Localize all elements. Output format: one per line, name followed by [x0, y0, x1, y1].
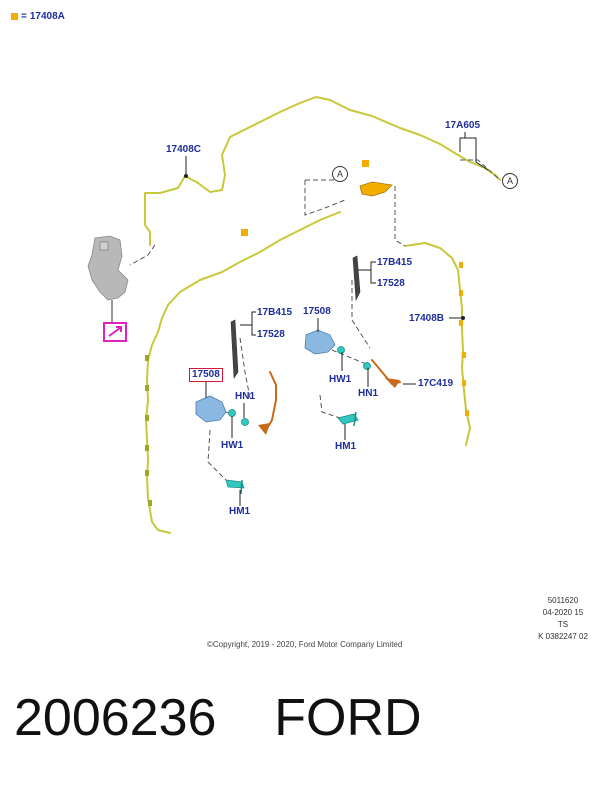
meta-line-1: 5011620 [547, 596, 579, 605]
marker-left [241, 229, 248, 236]
label-17508-left: 17508 [189, 368, 223, 382]
hose-upper [144, 96, 501, 246]
magenta-arrow-box-icon [103, 322, 127, 342]
hose-right [404, 242, 471, 446]
wiper-blade-left [230, 319, 239, 379]
orange-square-icon [11, 13, 18, 20]
label-hw1-right: HW1 [329, 374, 352, 385]
label-hn1-left: HN1 [235, 391, 256, 402]
legend-part: 17408A [29, 11, 65, 22]
label-hm1-right: HM1 [335, 441, 357, 452]
label-hw1-left: HW1 [221, 440, 244, 451]
wiper-arm-left [264, 371, 277, 433]
washer-reservoir [87, 235, 129, 301]
label-17408b: 17408B [409, 313, 445, 324]
label-17b415-left: 17B415 [257, 307, 293, 318]
connector-a-right: A [502, 173, 518, 189]
cowl-assembly [359, 181, 393, 197]
meta-line-3: TS [557, 620, 569, 629]
wiper-blade-right [352, 255, 361, 302]
label-hn1-right: HN1 [358, 388, 379, 399]
copyright-text: ©Copyright, 2019 - 2020, Ford Motor Comp… [207, 640, 403, 649]
label-17b415-right: 17B415 [377, 257, 413, 268]
wiper-motor-right [304, 329, 336, 355]
legend-equals: = [21, 11, 27, 22]
label-17528-right: 17528 [377, 278, 405, 289]
hose-left [145, 211, 341, 534]
label-17c419: 17C419 [418, 378, 454, 389]
part-caption: 2006236 FORD [14, 689, 422, 747]
label-17528-left: 17528 [257, 329, 285, 340]
wiper-motor-left [195, 395, 227, 423]
marker-upper [362, 160, 369, 167]
nozzle-right [337, 413, 359, 425]
label-17a605: 17A605 [445, 120, 481, 131]
meta-line-2: 04-2020 15 [542, 608, 584, 617]
label-17508-center: 17508 [303, 306, 331, 317]
label-17408c: 17408C [166, 144, 202, 155]
connector-a-left: A [332, 166, 348, 182]
label-hm1-left: HM1 [229, 506, 251, 517]
meta-line-4: K 0382247 02 [538, 632, 588, 641]
nozzle-left [225, 479, 245, 489]
meta-block: 5011620 04-2020 15 TS K 0382247 02 [533, 595, 593, 643]
legend: = 17408A [11, 11, 65, 22]
